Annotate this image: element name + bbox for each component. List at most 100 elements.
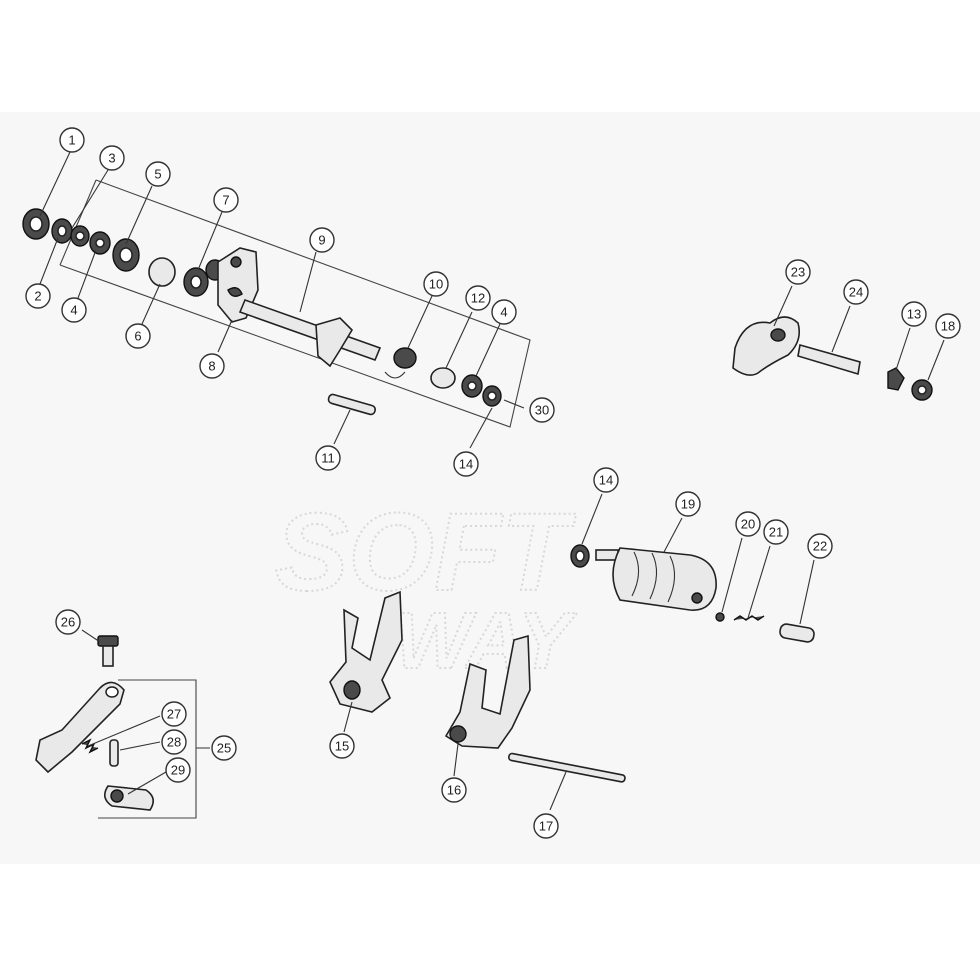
shift-shaft-part	[238, 298, 382, 362]
callout-4b: 4	[491, 299, 517, 325]
bolt-24-part	[797, 343, 861, 376]
callout-7-label: 7	[222, 193, 229, 208]
leader-29	[127, 771, 167, 795]
callout-20-label: 20	[741, 517, 755, 532]
leader-6	[141, 283, 161, 325]
leader-18	[927, 339, 945, 381]
leader-9	[299, 251, 317, 313]
callout-10: 10	[423, 271, 449, 297]
leader-4b	[475, 323, 501, 377]
callout-4a-label: 4	[70, 303, 77, 318]
callout-19: 19	[675, 491, 701, 517]
oil-seal-hole	[29, 216, 43, 232]
callout-9-label: 9	[318, 233, 325, 248]
leader-3	[71, 169, 109, 229]
leader-16	[453, 743, 459, 777]
fork-shaft-17-part	[508, 752, 626, 783]
callout-12: 12	[465, 285, 491, 311]
ball-20-part	[715, 612, 725, 622]
leader-11	[333, 409, 351, 445]
washer-hole	[75, 231, 85, 241]
nut-hole	[917, 385, 927, 395]
callout-26-label: 26	[61, 615, 75, 630]
callout-25-label: 25	[217, 741, 231, 756]
shift-drum-assembly	[570, 544, 815, 643]
washer-12-part	[430, 367, 456, 389]
callout-12-label: 12	[471, 291, 485, 306]
callout-30: 30	[529, 397, 555, 423]
callout-14a: 14	[453, 451, 479, 477]
callout-27-label: 27	[167, 707, 181, 722]
leader-12	[445, 311, 473, 369]
fork-boss	[343, 680, 361, 700]
leader-28	[119, 741, 161, 751]
pedal-arm-part	[35, 681, 125, 774]
shift-forks	[329, 590, 626, 783]
callout-14b-label: 14	[599, 473, 613, 488]
leader-4a	[77, 249, 97, 299]
callout-28-label: 28	[167, 735, 181, 750]
leader-5	[125, 185, 153, 245]
callout-badges: 1 2 3 4 5 6 7 8 9 10 11 12 4 30 14 23 24…	[25, 127, 961, 839]
leader-27	[87, 715, 161, 747]
callout-6: 6	[125, 323, 151, 349]
shift-drum-19-part	[612, 547, 717, 611]
assembly-bracket-30	[59, 179, 531, 428]
callout-15-label: 15	[335, 739, 349, 754]
leader-1	[39, 151, 71, 217]
bolt-head-26	[97, 635, 119, 647]
spring-leg	[384, 371, 406, 379]
callout-9: 9	[309, 227, 335, 253]
leader-10	[407, 295, 433, 349]
callout-3-label: 3	[108, 151, 115, 166]
arm-pin	[230, 256, 242, 268]
callout-10-label: 10	[429, 277, 443, 292]
spring-part	[227, 287, 243, 297]
callout-16: 16	[441, 777, 467, 803]
callout-14b: 14	[593, 467, 619, 493]
callout-17: 17	[533, 813, 559, 839]
callout-15: 15	[329, 733, 355, 759]
callout-13: 13	[901, 301, 927, 327]
stopper-assembly	[732, 316, 933, 401]
circlip-hole	[487, 391, 497, 401]
leader-26	[81, 629, 101, 643]
leader-8	[217, 319, 233, 353]
pedal-arm-hole	[105, 686, 119, 698]
tip-hole	[110, 789, 124, 803]
callout-1: 1	[59, 127, 85, 153]
drum-groove	[667, 555, 676, 603]
callout-8-label: 8	[208, 359, 215, 374]
drum-groove	[649, 552, 658, 600]
leader-20	[721, 537, 743, 613]
spring-21-part	[733, 615, 765, 621]
callout-4b-label: 4	[500, 305, 507, 320]
leader-7	[197, 211, 223, 271]
bolt-shank-26	[102, 645, 114, 667]
gearshift-pedal-assembly	[35, 635, 210, 819]
callout-23-label: 23	[791, 265, 805, 280]
leader-30	[503, 399, 525, 409]
callout-18: 18	[935, 313, 961, 339]
callout-27: 27	[161, 701, 187, 727]
spring-27-part	[81, 738, 99, 754]
return-spring-part	[393, 347, 417, 369]
washer-hole	[57, 225, 67, 237]
callout-23: 23	[785, 259, 811, 285]
callout-11-label: 11	[321, 451, 335, 466]
callout-29: 29	[165, 757, 191, 783]
callout-17-label: 17	[539, 819, 553, 834]
collar-hole	[119, 247, 133, 263]
callout-20: 20	[735, 511, 761, 537]
dowel-pin-11-part	[327, 393, 377, 416]
callout-24: 24	[843, 279, 869, 305]
callout-22-label: 22	[813, 539, 827, 554]
watermark-line1: SOFT	[275, 491, 576, 614]
callout-5: 5	[145, 161, 171, 187]
callout-13-label: 13	[907, 307, 921, 322]
callout-2-label: 2	[34, 289, 41, 304]
callout-24-label: 24	[849, 285, 863, 300]
washer-hole	[95, 238, 105, 248]
